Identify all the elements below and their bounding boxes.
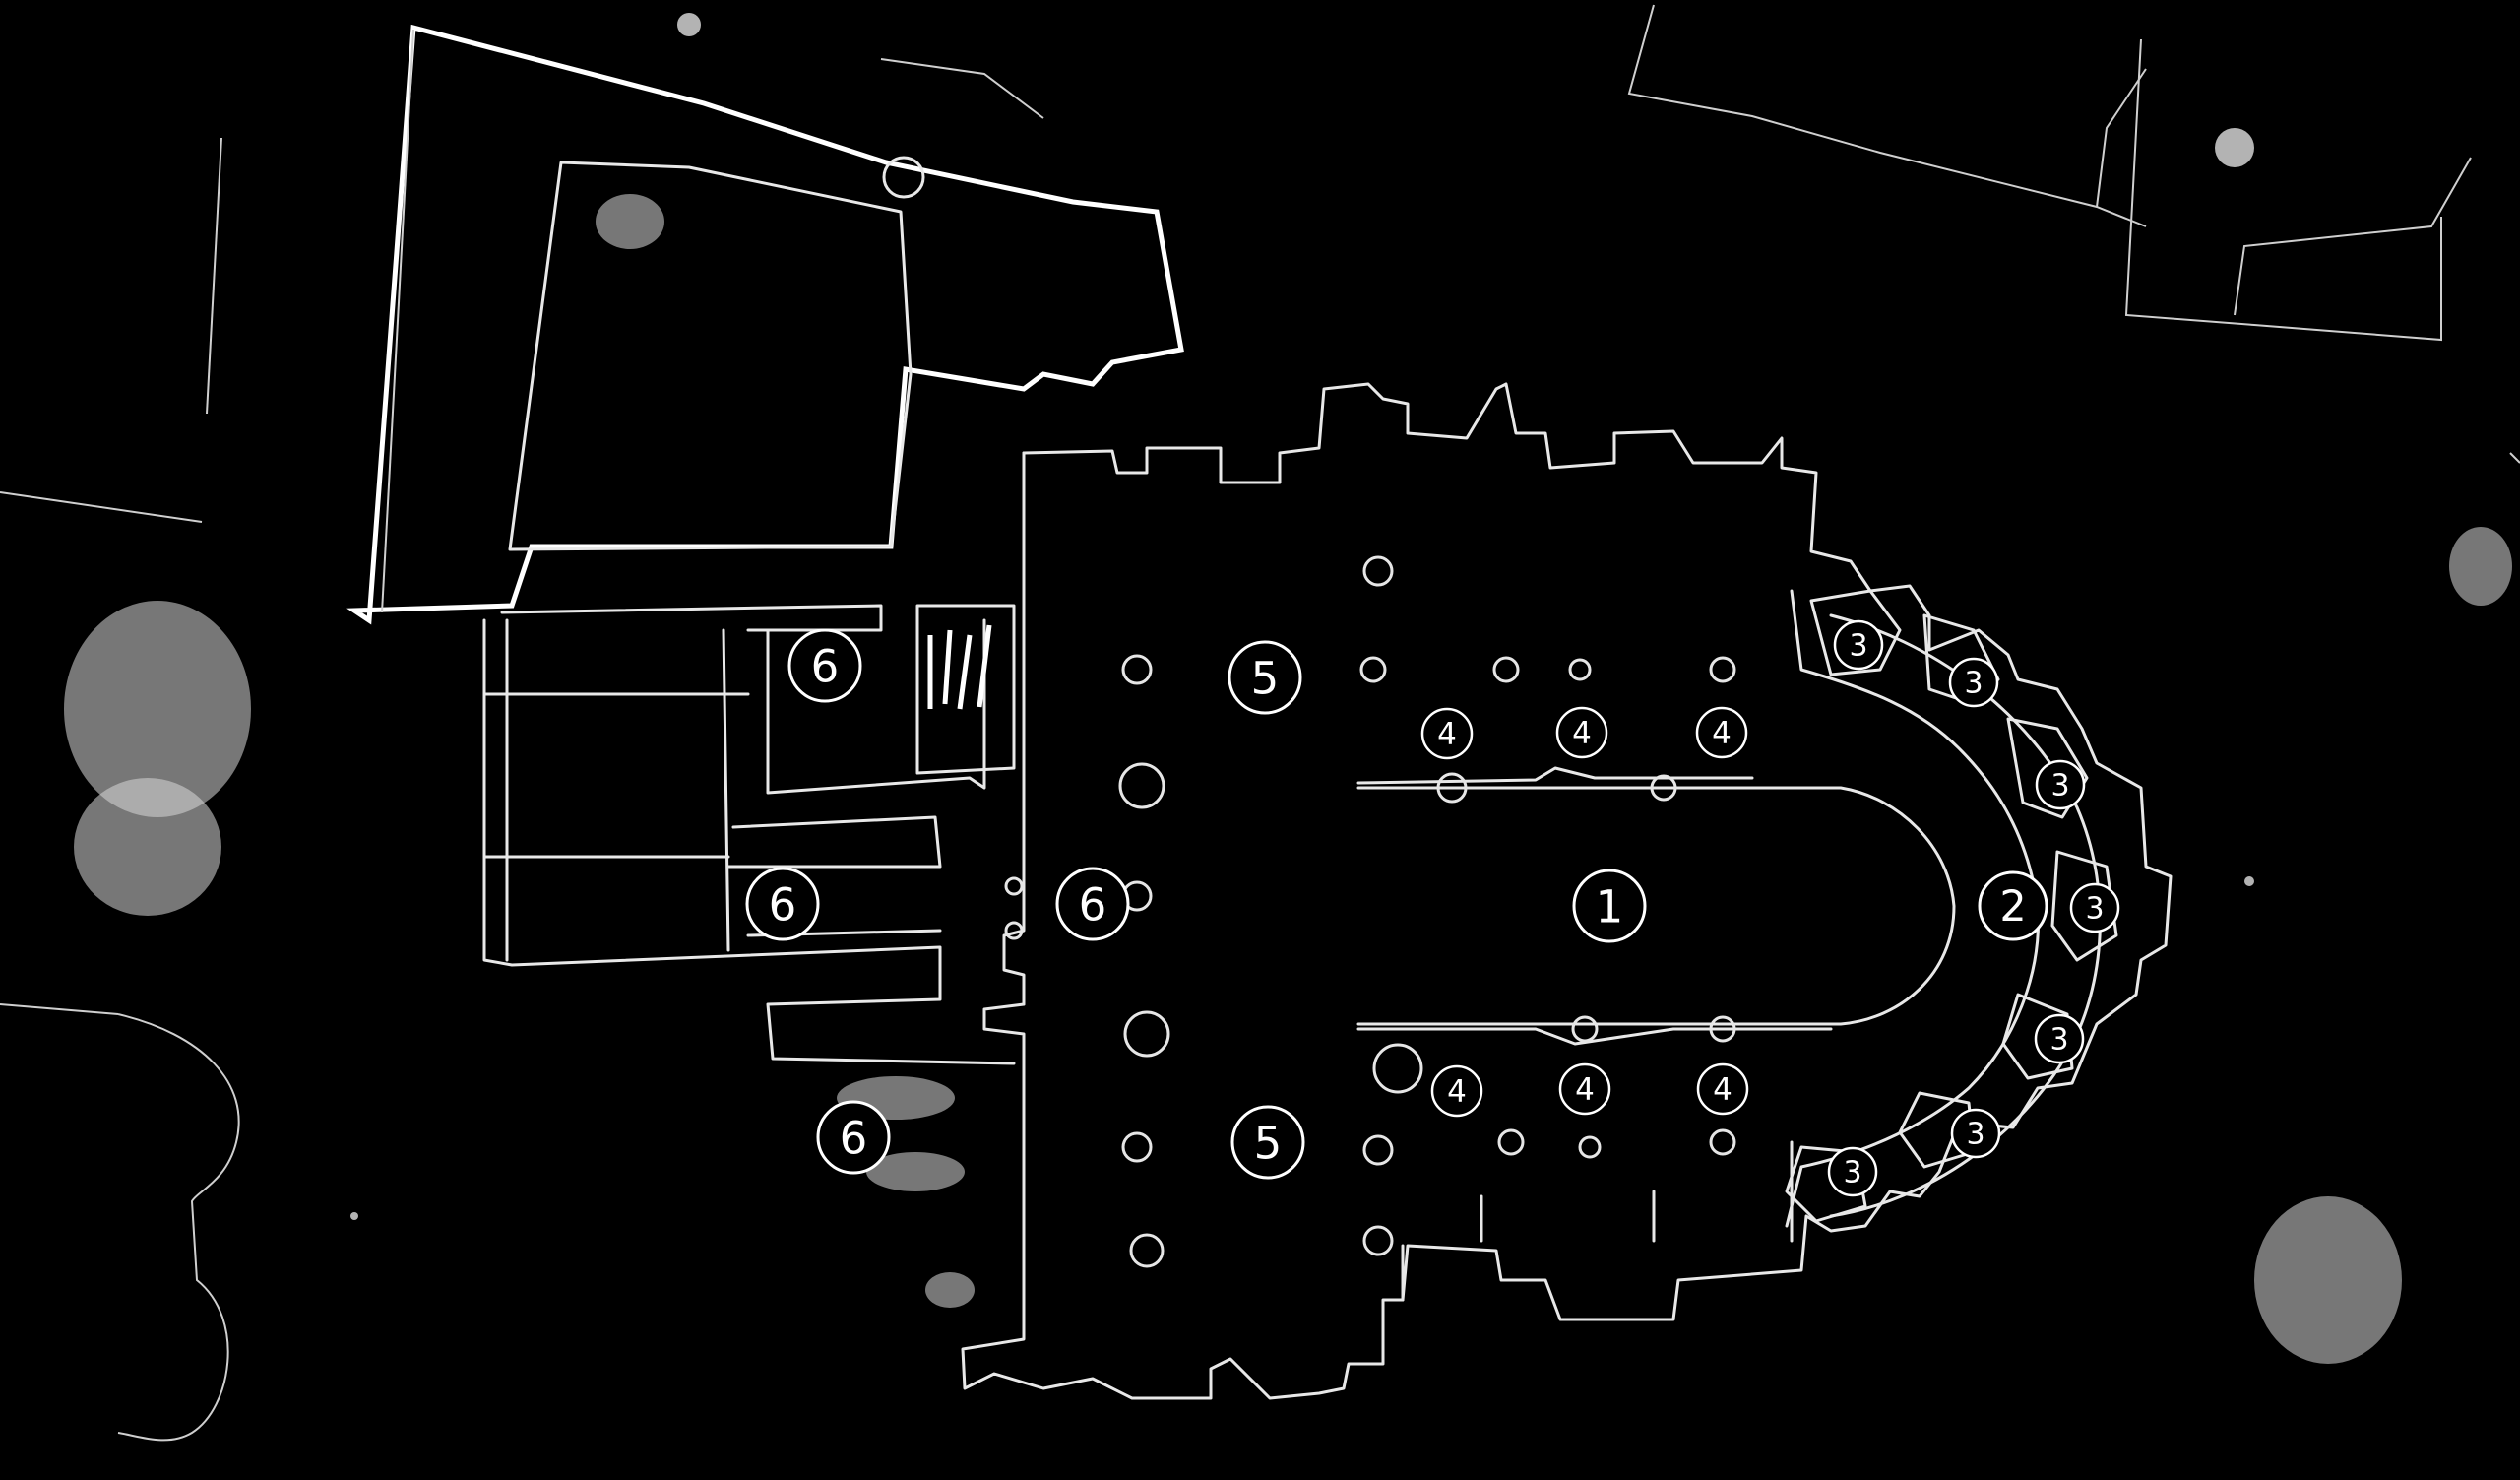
marker-3-g-ring [1827, 1146, 1878, 1197]
marker-5-b-label: 5 [1254, 1118, 1283, 1170]
marker-1-label: 1 [1596, 881, 1624, 933]
marker-3-d-label: 3 [2085, 892, 2104, 927]
marker-6-d-ring [816, 1100, 891, 1175]
marker-6-a: 6 [788, 628, 862, 703]
marker-6-c-ring [1055, 867, 1130, 941]
marker-4-f: 4 [1696, 1062, 1749, 1116]
piers [1004, 555, 1736, 1268]
marker-4-d: 4 [1430, 1064, 1483, 1118]
marker-3-a: 3 [1833, 619, 1884, 671]
choir-enclosure [1356, 766, 1956, 1046]
surrounding-buildings [0, 4, 2520, 1442]
marker-2: 2 [1978, 870, 2048, 941]
cloister [346, 24, 1184, 625]
marker-4-b-label: 4 [1572, 716, 1592, 751]
marker-4-d-label: 4 [1447, 1074, 1467, 1110]
marker-4-e: 4 [1558, 1062, 1611, 1116]
west-annex [482, 604, 1016, 1065]
marker-3-a-label: 3 [1849, 629, 1867, 664]
marker-4-c-ring [1695, 706, 1748, 759]
marker-3-g: 3 [1827, 1146, 1878, 1197]
plan-markers: 1 2 3 3 3 3 3 3 3 4 4 4 4 4 4 5 5 6 6 6 6 [745, 619, 2120, 1197]
marker-3-f-label: 3 [1966, 1118, 1984, 1152]
marker-4-c: 4 [1695, 706, 1748, 759]
marker-2-label: 2 [1999, 882, 2026, 932]
marker-5-a: 5 [1228, 640, 1302, 715]
marker-4-b-ring [1555, 706, 1608, 759]
marker-1: 1 [1572, 869, 1647, 943]
marker-6-a-ring [788, 628, 862, 703]
marker-3-a-ring [1833, 619, 1884, 671]
marker-4-a: 4 [1420, 707, 1474, 760]
marker-3-e-label: 3 [2049, 1023, 2068, 1058]
marker-6-d: 6 [816, 1100, 891, 1175]
marker-3-c: 3 [2035, 759, 2086, 810]
marker-3-d-ring [2069, 882, 2120, 933]
marker-3-b: 3 [1948, 657, 1999, 708]
marker-3-e-ring [2034, 1013, 2085, 1064]
marker-4-a-ring [1420, 707, 1474, 760]
marker-3-e: 3 [2034, 1013, 2085, 1064]
marker-3-b-ring [1948, 657, 1999, 708]
marker-3-b-label: 3 [1964, 667, 1983, 701]
marker-1-ring [1572, 869, 1647, 943]
marker-4-e-ring [1558, 1062, 1611, 1116]
marker-3-g-label: 3 [1843, 1156, 1861, 1190]
marker-5-b: 5 [1230, 1105, 1305, 1180]
marker-4-f-ring [1696, 1062, 1749, 1116]
marker-6-b: 6 [745, 867, 820, 941]
marker-6-c: 6 [1055, 867, 1130, 941]
marker-5-a-ring [1228, 640, 1302, 715]
marker-3-d: 3 [2069, 882, 2120, 933]
marker-4-f-label: 4 [1713, 1072, 1732, 1108]
marker-4-e-label: 4 [1575, 1072, 1595, 1108]
marker-6-a-label: 6 [811, 641, 840, 693]
marker-5-b-ring [1230, 1105, 1305, 1180]
marker-5-a-label: 5 [1251, 653, 1280, 705]
marker-3-f-ring [1950, 1108, 2001, 1159]
marker-6-d-label: 6 [840, 1113, 868, 1165]
marker-3-c-ring [2035, 759, 2086, 810]
marker-6-c-label: 6 [1079, 879, 1107, 932]
marker-3-c-label: 3 [2050, 769, 2069, 804]
marker-6-b-ring [745, 867, 820, 941]
marker-6-b-label: 6 [769, 879, 797, 932]
vegetation [64, 13, 2512, 1364]
cathedral-outline [961, 382, 2173, 1400]
marker-4-a-label: 4 [1437, 717, 1457, 752]
marker-3-f: 3 [1950, 1108, 2001, 1159]
marker-4-c-label: 4 [1712, 716, 1732, 751]
marker-2-ring [1978, 870, 2048, 941]
marker-4-d-ring [1430, 1064, 1483, 1118]
marker-4-b: 4 [1555, 706, 1608, 759]
